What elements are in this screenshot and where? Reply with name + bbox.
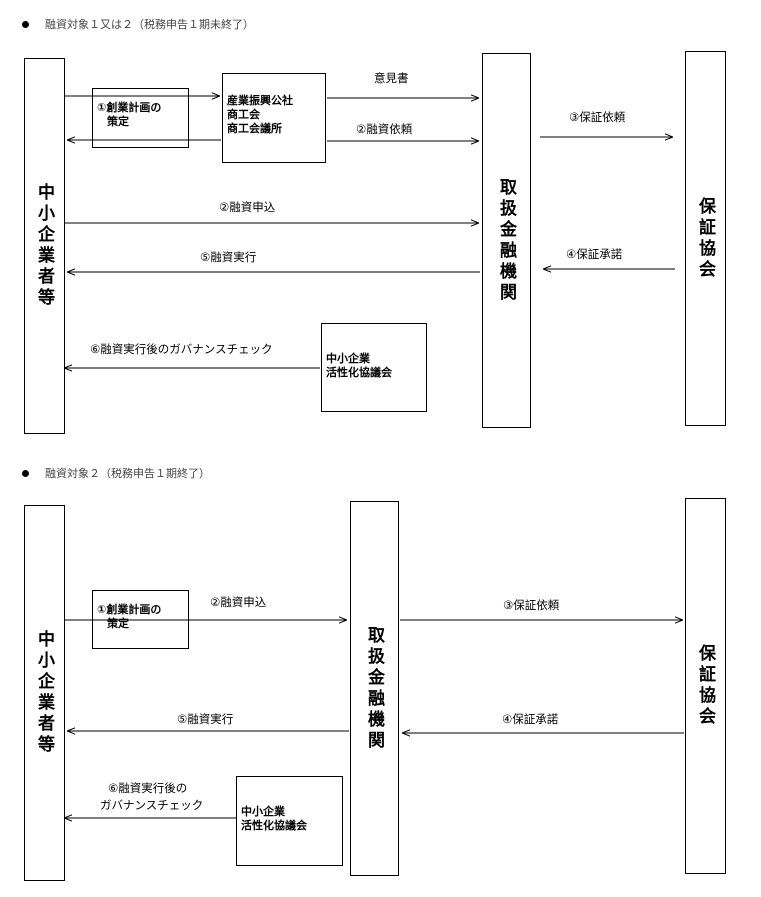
s2-bank-label: 取扱金融機関 bbox=[364, 625, 384, 752]
s1-plan-box: ①創業計画の 策定 bbox=[92, 88, 189, 148]
s2-council-line2: 活性化協議会 bbox=[241, 819, 307, 832]
s2-council-line1: 中小企業 bbox=[241, 805, 285, 818]
s2-guarantee-box: 保証協会 bbox=[685, 498, 726, 874]
s2-plan-line1: ①創業計画の bbox=[97, 603, 162, 616]
section1-title-text: 融資対象１又は２（税務申告１期未終了） bbox=[45, 18, 254, 31]
section2-title-text: 融資対象２（税務申告１期終了） bbox=[45, 467, 210, 480]
bullet-icon bbox=[22, 20, 29, 28]
s1-guarantee-box: 保証協会 bbox=[685, 51, 726, 426]
s1-support-line2: 商工会 bbox=[227, 108, 260, 121]
section2-title: 融資対象２（税務申告１期終了） bbox=[22, 465, 210, 481]
s1-bank-label: 取扱金融機関 bbox=[496, 177, 516, 304]
section1-title: 融資対象１又は２（税務申告１期未終了） bbox=[22, 16, 254, 32]
s1-label-guarantee-approval: ④保証承諾 bbox=[566, 247, 623, 261]
s1-label-loan-application: ②融資申込 bbox=[219, 200, 276, 214]
s2-council-box: 中小企業 活性化協議会 bbox=[236, 776, 343, 866]
s2-guarantee-label: 保証協会 bbox=[695, 644, 715, 728]
s1-label-loan-execution: ⑤融資実行 bbox=[200, 250, 257, 264]
s2-sme-box: 中小企業者等 bbox=[24, 505, 65, 881]
s1-bank-box: 取扱金融機関 bbox=[482, 53, 531, 428]
s1-plan-line1: ①創業計画の bbox=[97, 101, 162, 114]
s1-council-box: 中小企業 活性化協議会 bbox=[321, 323, 427, 412]
s1-council-line2: 活性化協議会 bbox=[326, 366, 392, 379]
s2-label-governance-line1: ⑥融資実行後の bbox=[108, 781, 188, 795]
s2-label-guarantee-approval: ④保証承諾 bbox=[502, 712, 559, 726]
s1-sme-label: 中小企業者等 bbox=[34, 183, 54, 309]
s1-plan-line2: 策定 bbox=[107, 115, 129, 128]
s1-guarantee-label: 保証協会 bbox=[695, 196, 715, 281]
s2-label-loan-execution: ⑤融資実行 bbox=[177, 712, 234, 726]
s1-sme-box: 中小企業者等 bbox=[24, 58, 65, 434]
s1-label-governance: ⑥融資実行後のガバナンスチェック bbox=[90, 342, 273, 356]
s1-council-line1: 中小企業 bbox=[326, 352, 370, 365]
s1-label-loan-request: ②融資依頼 bbox=[356, 122, 413, 136]
s2-sme-label: 中小企業者等 bbox=[34, 630, 54, 756]
s1-support-line1: 産業振興公社 bbox=[227, 94, 293, 107]
s1-label-opinion: 意見書 bbox=[374, 71, 409, 85]
s2-label-governance-line2: ガバナンスチェック bbox=[100, 798, 204, 812]
bullet-icon bbox=[22, 469, 29, 477]
s1-support-line3: 商工会議所 bbox=[227, 122, 282, 135]
s1-label-guarantee-request: ③保証依頼 bbox=[569, 110, 626, 124]
s2-bank-box: 取扱金融機関 bbox=[350, 501, 399, 876]
s2-label-loan-application: ②融資申込 bbox=[210, 595, 267, 609]
s2-label-guarantee-request: ③保証依頼 bbox=[503, 598, 560, 612]
s1-support-box: 産業振興公社 商工会 商工会議所 bbox=[222, 73, 326, 163]
